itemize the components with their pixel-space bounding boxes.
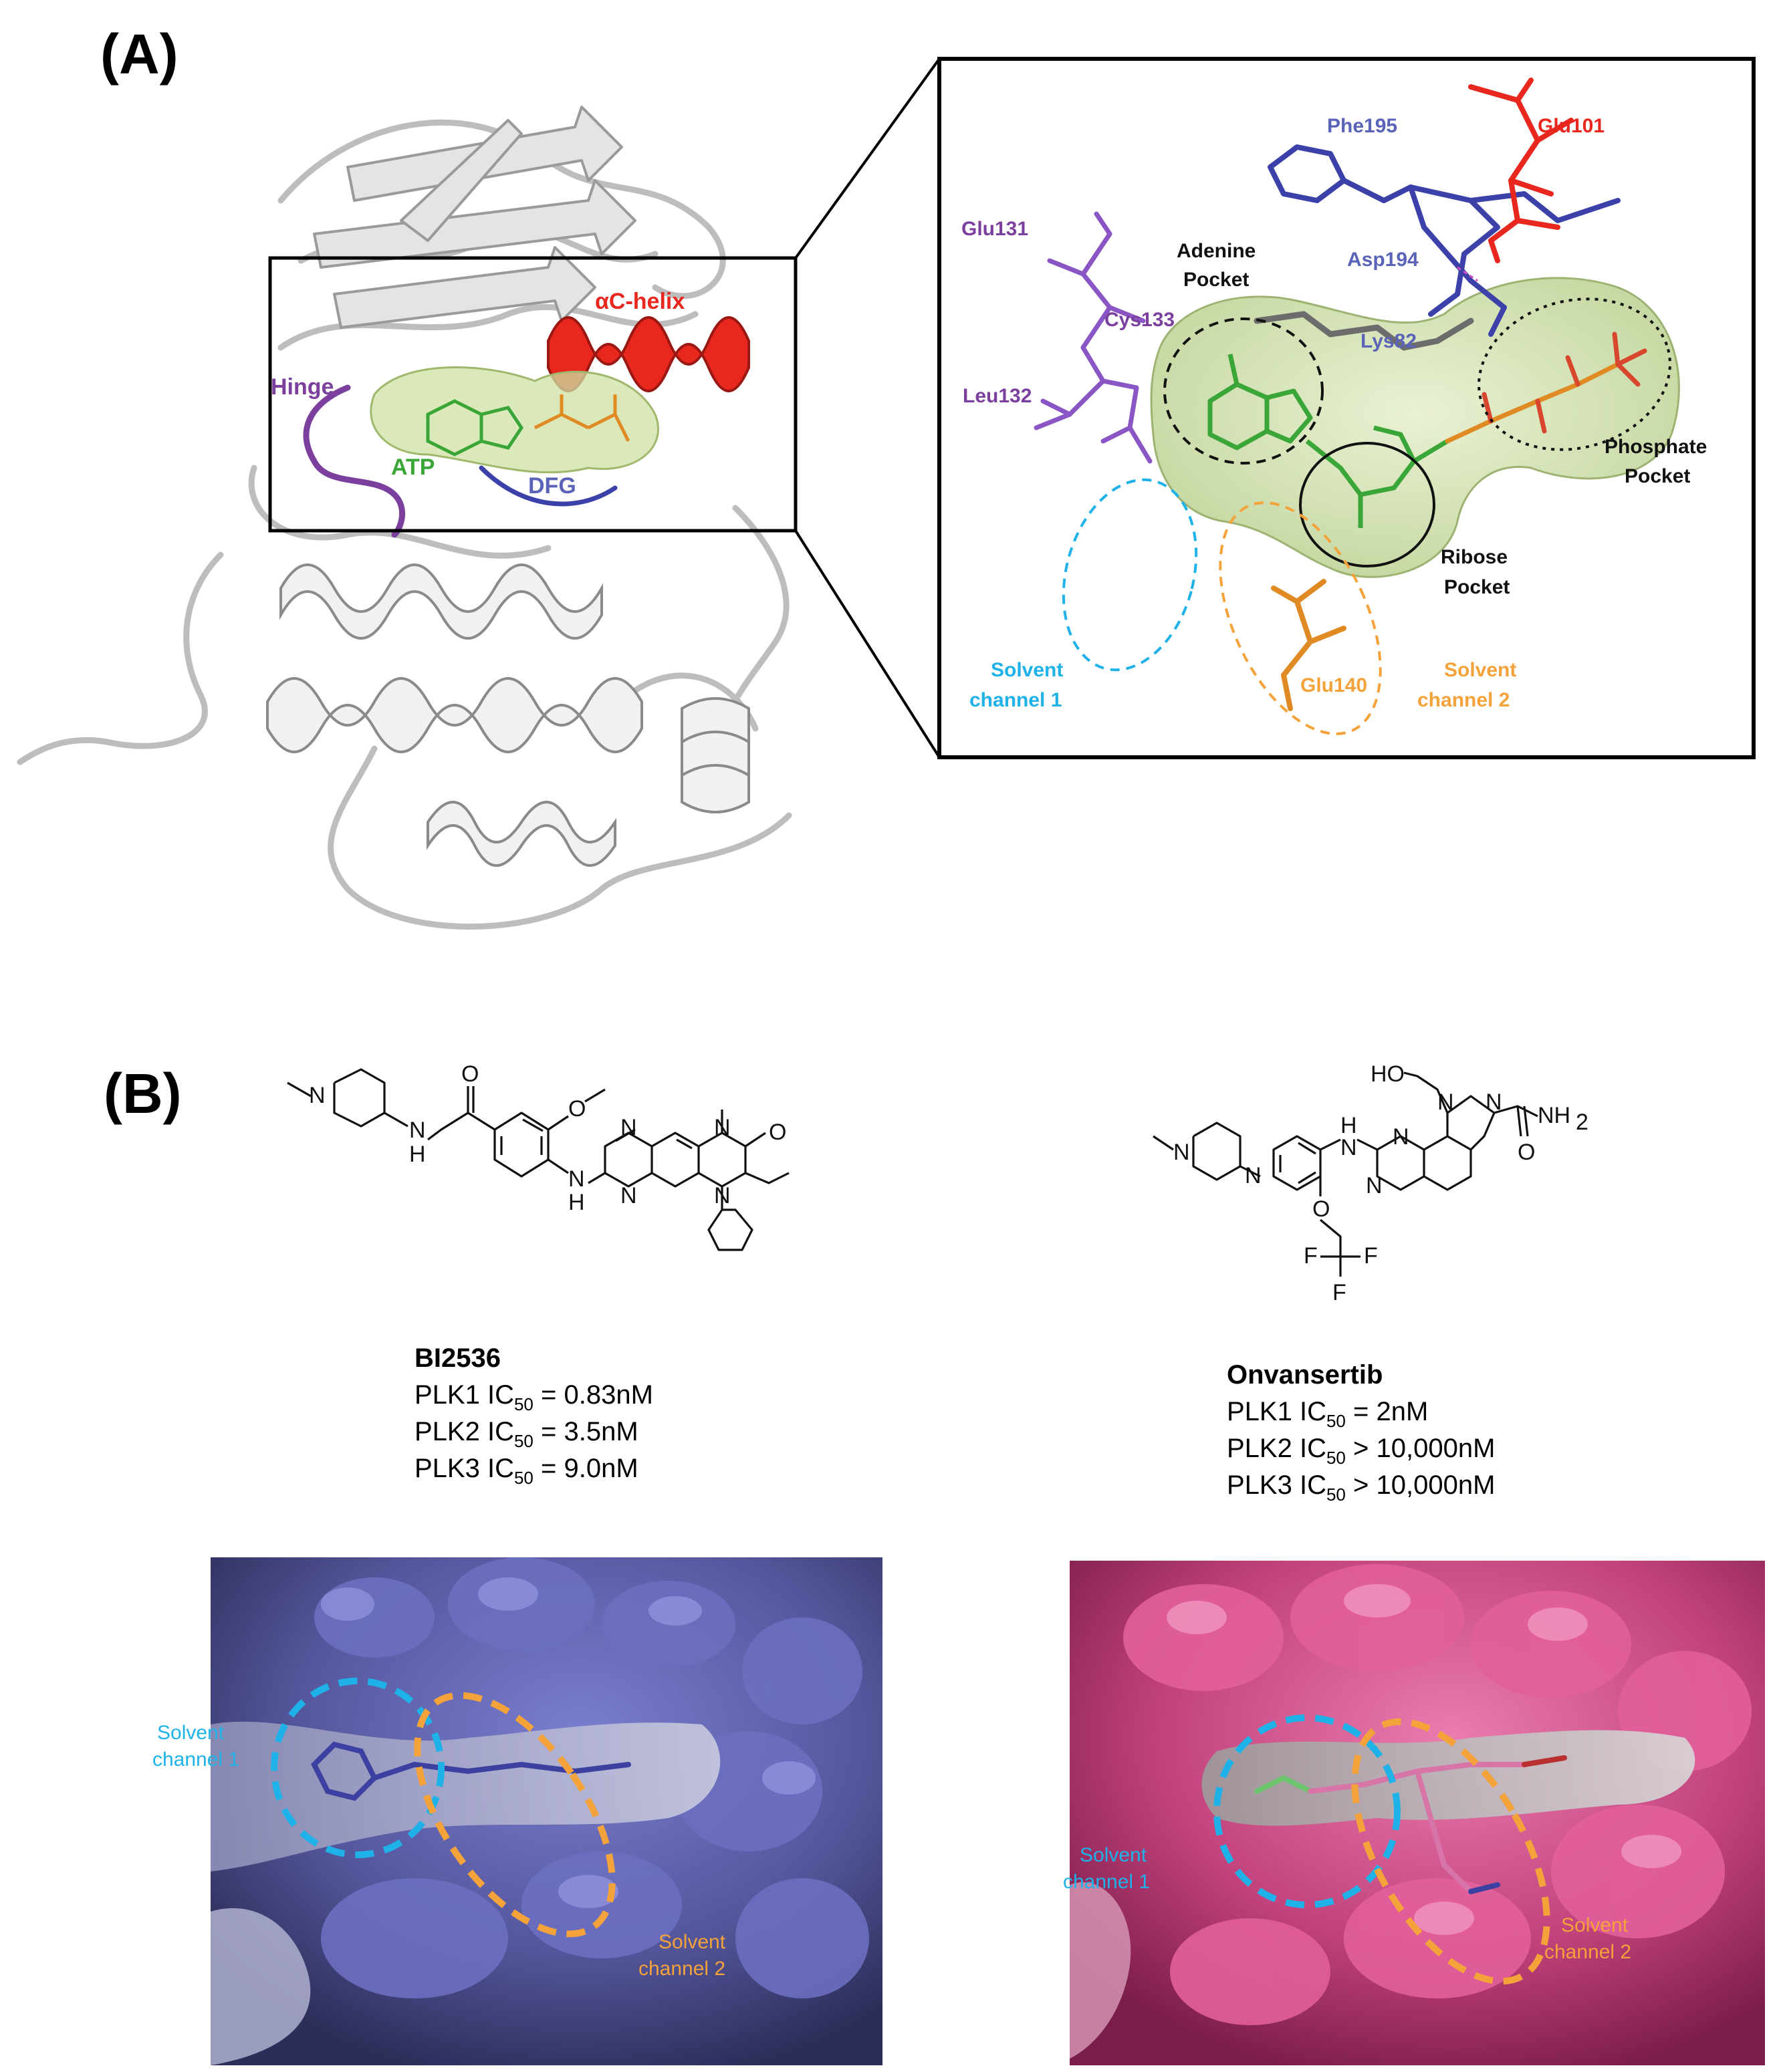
zoom-connector-top [794, 57, 941, 259]
hinge-label: Hinge [271, 374, 334, 400]
phosphate-pocket-label-1: Phosphate [1605, 436, 1707, 458]
onvansertib-solvent-1-label-2: channel 1 [1063, 1871, 1150, 1893]
adenine-pocket-label-2: Pocket [1183, 269, 1249, 291]
onv-aniline-h: H [1340, 1113, 1357, 1138]
bi2536-solvent-2-label-2: channel 2 [638, 1958, 725, 1980]
bi-amide-o: O [461, 1061, 479, 1087]
onv-amide-o: O [1518, 1140, 1535, 1165]
bi-pyrimidine-n2: N [620, 1183, 637, 1208]
panel-a-letter: (A) [100, 23, 179, 86]
phosphate-pocket-outline [1477, 297, 1671, 451]
bi-lactam-n: N [714, 1115, 731, 1140]
onvansertib-surface-render [1070, 1561, 1765, 2065]
bi2536-caption: BI2536 PLK1 IC50 = 0.83nM PLK2 IC50 = 3.… [415, 1343, 653, 1488]
onvansertib-solvent-1-label-1: Solvent [1080, 1844, 1147, 1866]
onv-pyrazole-n2: N [1486, 1089, 1502, 1115]
bi2536-surface-render [211, 1557, 882, 2065]
glu101-label: Glu101 [1538, 115, 1605, 137]
adenine-pocket-outline [1163, 317, 1324, 465]
solvent-channel-2-label-1: Solvent [1444, 659, 1516, 681]
bi-pyrimidine-n1: N [620, 1115, 637, 1140]
onv-ether-o: O [1312, 1196, 1330, 1222]
bi2536-solvent-2-label-1: Solvent [659, 1931, 726, 1953]
onvansertib-solvent-2-label-2: channel 2 [1544, 1941, 1631, 1963]
zoom-connector-bottom [794, 529, 941, 759]
bi-cyclopentyl-n: N [714, 1183, 731, 1208]
phosphate-pocket-label-2: Pocket [1625, 465, 1690, 487]
onv-piperazine-n2: N [1245, 1163, 1262, 1188]
ribose-pocket-label-1: Ribose [1441, 546, 1508, 568]
onvansertib-caption: Onvansertib PLK1 IC50 = 2nM PLK2 IC50 > … [1227, 1360, 1495, 1505]
bi2536-solvent-1-label-1: Solvent [157, 1722, 225, 1744]
bi2536-plk1: PLK1 IC50 = 0.83nM [415, 1380, 653, 1414]
onvansertib-plk2: PLK2 IC50 > 10,000nM [1227, 1434, 1495, 1468]
bi2536-solvent-1-label-2: channel 1 [152, 1749, 239, 1771]
solvent-channel-1-outline [1062, 478, 1198, 672]
solvent-channel-1-label-1: Solvent [991, 659, 1063, 681]
bi-lactam-o: O [769, 1120, 786, 1145]
bi2536-atom-labels: N O N H O N N N O N N H [309, 1061, 786, 1215]
adenine-pocket-label-1: Adenine [1177, 240, 1256, 262]
lys82-label: Lys82 [1360, 330, 1417, 352]
bi-amide-h: H [409, 1142, 426, 1167]
panel-b-letter: (B) [104, 1062, 182, 1125]
onv-piperazine-n1: N [1173, 1140, 1190, 1165]
onv-pyrimidine-n1: N [1393, 1124, 1409, 1150]
onv-aniline-n: N [1340, 1135, 1357, 1160]
solvent-channel-1-label-2: channel 1 [969, 689, 1062, 711]
bi-aniline-n: N [568, 1166, 585, 1192]
leu132-label: Leu132 [963, 385, 1032, 407]
atp-site-selection-box [268, 256, 798, 533]
onvansertib-chemical-structure [1153, 1071, 1538, 1277]
glu140-label: Glu140 [1300, 674, 1367, 696]
onvansertib-atom-labels: HO N N H N N N N N NH 2 O O F F F [1173, 1061, 1588, 1305]
binding-pocket-zoom [1034, 78, 1680, 735]
dfg-label: DFG [528, 473, 576, 499]
cys133-label: Cys133 [1104, 309, 1175, 331]
bi-amide-n: N [409, 1118, 426, 1143]
atp-label: ATP [391, 455, 435, 480]
bi2536-plk3: PLK3 IC50 = 9.0nM [415, 1454, 638, 1488]
bi2536-chemical-structure [287, 1068, 790, 1251]
glu131-label: Glu131 [961, 218, 1028, 240]
ribose-pocket-label-2: Pocket [1444, 576, 1510, 598]
bi-aniline-h: H [568, 1190, 585, 1215]
kinase-ribbon-cartoon [17, 106, 792, 930]
solvent-channel-2-outline [1219, 501, 1382, 735]
onvansertib-solvent-2-label-1: Solvent [1561, 1914, 1629, 1936]
onv-amide-nh2-sub: 2 [1576, 1110, 1588, 1135]
phe195-label: Phe195 [1327, 115, 1397, 137]
onv-pyrazole-n1: N [1437, 1089, 1454, 1115]
ribose-pocket-outline [1299, 442, 1435, 567]
solvent-channel-2-label-2: channel 2 [1417, 689, 1510, 711]
onv-hydroxyl: HO [1371, 1061, 1405, 1087]
onvansertib-name: Onvansertib [1227, 1360, 1383, 1390]
asp194-label: Asp194 [1347, 249, 1419, 271]
bi-n-methyl: N [309, 1083, 326, 1108]
bi2536-name: BI2536 [415, 1343, 501, 1373]
onv-amide-nh2: NH [1538, 1103, 1570, 1128]
bi2536-plk2: PLK2 IC50 = 3.5nM [415, 1417, 638, 1451]
bi-methoxy-o: O [568, 1096, 586, 1122]
onv-f1: F [1304, 1243, 1318, 1269]
onv-f2: F [1364, 1243, 1378, 1269]
onv-f3: F [1332, 1280, 1346, 1305]
onvansertib-plk3: PLK3 IC50 > 10,000nM [1227, 1470, 1495, 1505]
onvansertib-plk1: PLK1 IC50 = 2nM [1227, 1397, 1428, 1431]
onv-pyrimidine-n2: N [1366, 1173, 1383, 1198]
ac-helix-label: αC-helix [595, 289, 685, 314]
